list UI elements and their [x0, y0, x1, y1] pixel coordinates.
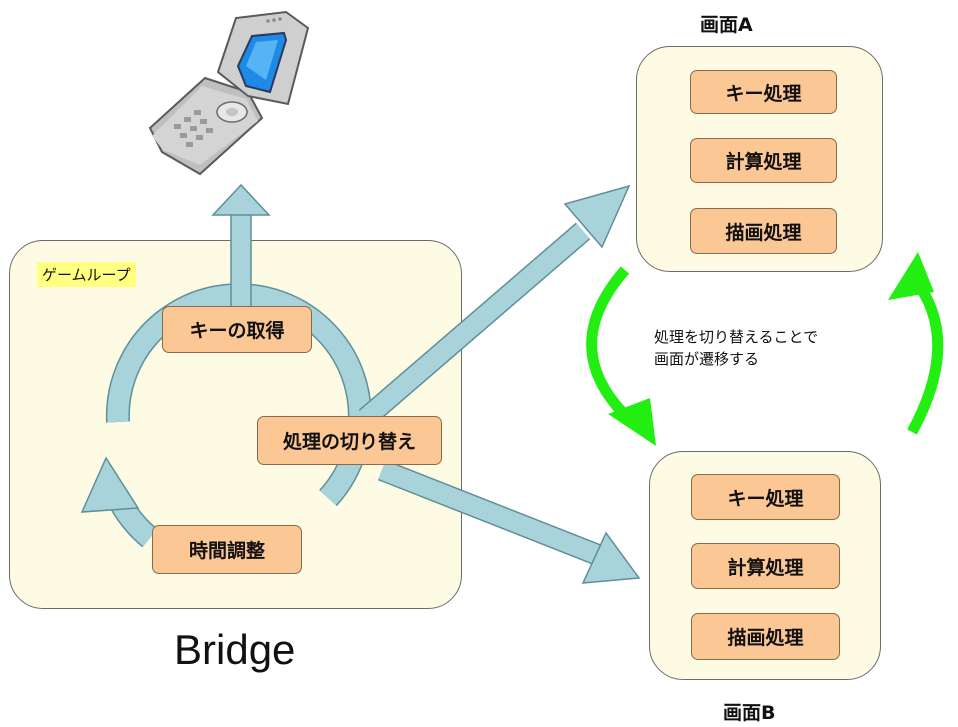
transition-note-line2: 画面が遷移する [654, 350, 760, 368]
game-loop-label: ゲームループ [37, 262, 136, 287]
screen-b-calc-process: 計算処理 [691, 543, 840, 589]
screen-a-draw-process: 描画処理 [690, 208, 837, 254]
arrow-to-screen-a [358, 184, 631, 427]
arrow-to-screen-b [377, 459, 641, 584]
screen-b-draw-process: 描画処理 [691, 613, 840, 660]
mobile-phone-icon [148, 10, 310, 176]
transition-arrow-b-to-a [888, 252, 944, 435]
key-acquire-box: キーの取得 [162, 306, 312, 353]
transition-note-line1: 処理を切り替えることで [654, 328, 819, 346]
time-adjust-box: 時間調整 [152, 525, 302, 574]
transition-arrow-a-to-b [586, 266, 656, 446]
loop-arrowhead [80, 456, 140, 513]
screen-b-key-process: キー処理 [691, 474, 840, 520]
screen-a-key-process: キー処理 [690, 70, 837, 114]
bridge-caption: Bridge [174, 626, 296, 673]
screen-a-title: 画面A [700, 14, 753, 36]
switch-process-box: 処理の切り替え [257, 416, 442, 465]
screen-b-title: 画面B [723, 702, 776, 724]
screen-a-calc-process: 計算処理 [690, 138, 837, 183]
